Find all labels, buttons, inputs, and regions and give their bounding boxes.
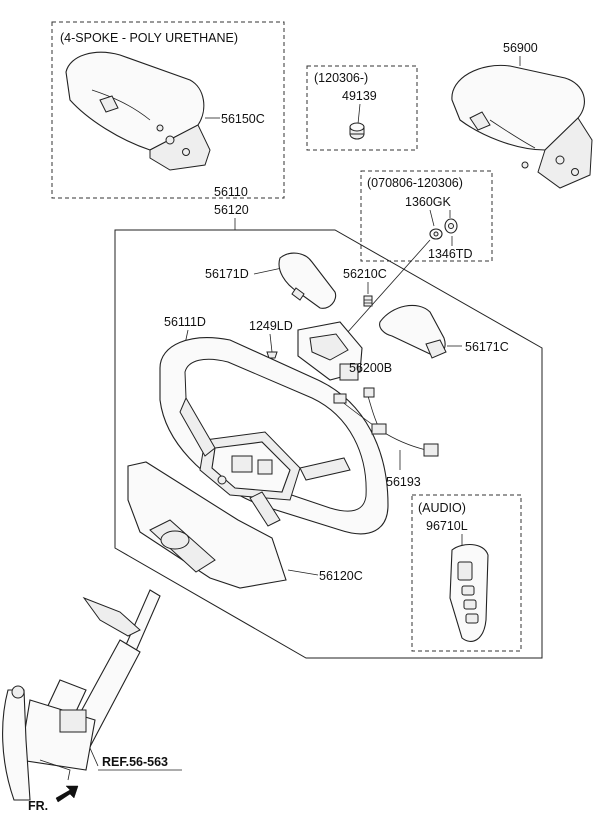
nut-box-part-a: 1360GK xyxy=(405,195,452,209)
audio-switch xyxy=(449,544,489,642)
cover-right-label: 56171C xyxy=(465,340,509,354)
clip-box xyxy=(306,65,418,151)
clock-spring-label: 56200B xyxy=(349,361,392,375)
variant-4spoke-part: 56150C xyxy=(221,112,265,126)
variant-4spoke-box xyxy=(51,21,285,199)
audio-box-caption: (AUDIO) xyxy=(418,501,466,515)
audio-box xyxy=(411,494,522,652)
airbag-module xyxy=(451,64,593,189)
steering-column xyxy=(2,589,161,801)
airbag-top-part: 56900 xyxy=(503,41,538,55)
screw-label: 56210C xyxy=(343,267,387,281)
cover-left-label: 56171D xyxy=(205,267,249,281)
variant-4spoke-caption: (4-SPOKE - POLY URETHANE) xyxy=(60,31,238,45)
wheel-body-label: 56111D xyxy=(164,315,206,329)
clock-spring xyxy=(297,321,363,381)
lower-cover xyxy=(127,461,287,589)
reference-label[interactable]: REF.56-563 xyxy=(102,755,168,769)
clip-box-date: (120306-) xyxy=(314,71,368,85)
nut-box-part-b: 1346TD xyxy=(428,247,472,261)
front-arrow-icon xyxy=(55,785,79,803)
nut-box xyxy=(360,170,493,262)
clip-box-part: 49139 xyxy=(342,89,377,103)
clip-part xyxy=(349,122,365,140)
bolt-label: 1249LD xyxy=(249,319,293,333)
front-direction-label: FR. xyxy=(28,799,48,813)
nut-part xyxy=(429,228,443,240)
cover-right xyxy=(379,304,447,359)
steering-wheel-body xyxy=(159,337,389,535)
harness xyxy=(333,387,439,457)
harness-label: 56193 xyxy=(386,475,421,489)
lower-cover-label: 56120C xyxy=(319,569,363,583)
audio-box-part: 96710L xyxy=(426,519,468,533)
cover-left xyxy=(278,252,337,309)
nut-part-2 xyxy=(444,218,458,234)
main-assembly-part-a: 56110 xyxy=(214,185,248,199)
screw-part xyxy=(363,295,373,307)
airbag-module-4spoke xyxy=(65,51,211,171)
main-assembly-part-b: 56120 xyxy=(214,203,249,217)
assembly-boundary xyxy=(114,229,543,659)
nut-box-date: (070806-120306) xyxy=(367,176,463,190)
